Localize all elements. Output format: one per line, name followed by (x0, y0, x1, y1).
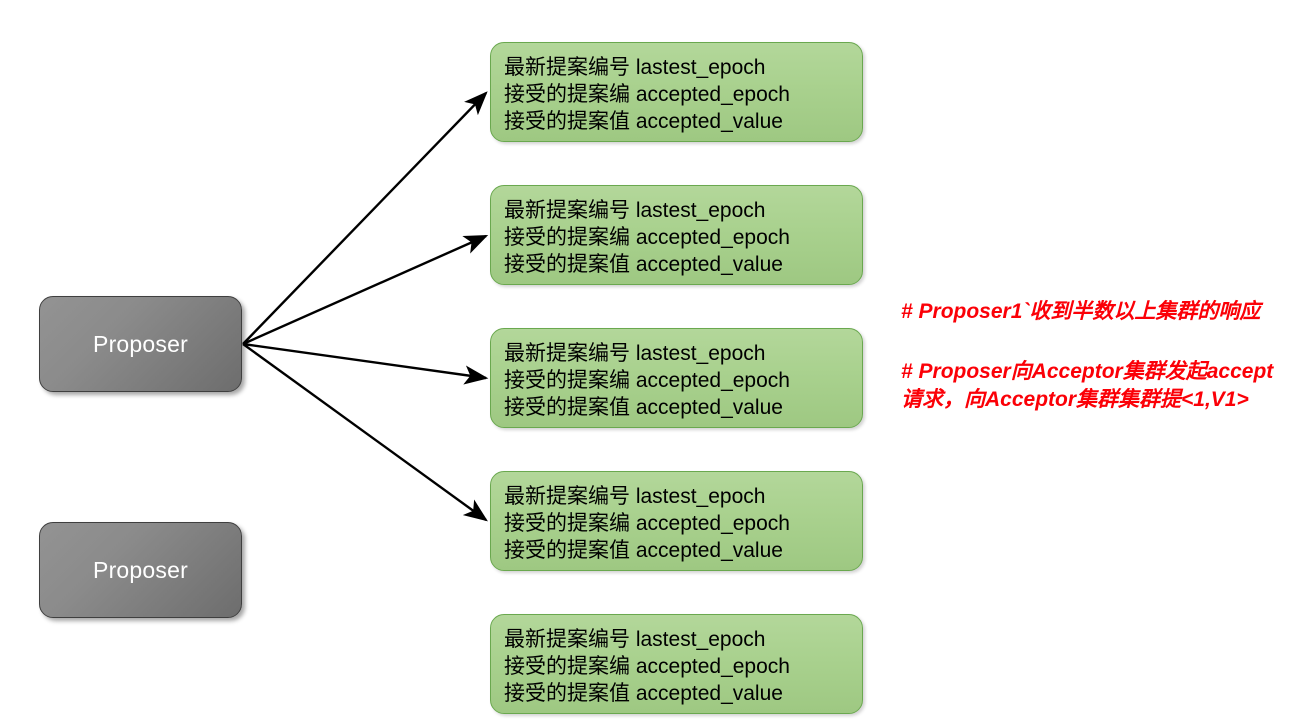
arrow-proposer-to-acceptor-1 (242, 91, 488, 345)
proposer-node-2-label: Proposer (93, 556, 188, 583)
acceptor-state-box-4[interactable]: 最新提案编号 lastest_epoch 接受的提案编 accepted_epo… (490, 471, 863, 571)
annotation-line: # Proposer向Acceptor集群发起accept (901, 360, 1274, 383)
state-line-accepted-value: 接受的提案值 accepted_value (504, 396, 783, 419)
acceptor-state-box-3[interactable]: 最新提案编号 lastest_epoch 接受的提案编 accepted_epo… (490, 328, 863, 428)
annotation-line: # Proposer1`收到半数以上集群的响应 (901, 300, 1261, 323)
state-line-accepted-value: 接受的提案值 accepted_value (504, 253, 783, 276)
annotation-accept-request: # Proposer向Acceptor集群发起accept 请求，向Accept… (901, 358, 1273, 414)
state-line-accepted-epoch: 接受的提案编 accepted_epoch (504, 655, 790, 678)
state-line-latest-epoch: 最新提案编号 lastest_epoch (504, 56, 766, 79)
state-line-accepted-epoch: 接受的提案编 accepted_epoch (504, 226, 790, 249)
arrow-proposer-to-acceptor-2 (242, 234, 489, 346)
state-line-latest-epoch: 最新提案编号 lastest_epoch (504, 485, 766, 508)
state-line-accepted-value: 接受的提案值 accepted_value (504, 110, 783, 133)
acceptor-state-box-1[interactable]: 最新提案编号 lastest_epoch 接受的提案编 accepted_epo… (490, 42, 863, 142)
annotation-majority-response: # Proposer1`收到半数以上集群的响应 (901, 298, 1260, 326)
state-line-accepted-epoch: 接受的提案编 accepted_epoch (504, 512, 790, 535)
arrow-proposer-to-acceptor-4 (242, 343, 488, 522)
state-line-accepted-value: 接受的提案值 accepted_value (504, 682, 783, 705)
annotation-line: 请求，向Acceptor集群集群提<1,V1> (901, 388, 1249, 411)
acceptor-state-box-5[interactable]: 最新提案编号 lastest_epoch 接受的提案编 accepted_epo… (490, 614, 863, 714)
state-line-latest-epoch: 最新提案编号 lastest_epoch (504, 199, 766, 222)
acceptor-state-box-2[interactable]: 最新提案编号 lastest_epoch 接受的提案编 accepted_epo… (490, 185, 863, 285)
state-line-latest-epoch: 最新提案编号 lastest_epoch (504, 342, 766, 365)
state-line-accepted-epoch: 接受的提案编 accepted_epoch (504, 83, 790, 106)
state-line-accepted-value: 接受的提案值 accepted_value (504, 539, 783, 562)
arrow-proposer-to-acceptor-3 (242, 342, 489, 385)
proposer-node-1[interactable]: Proposer (39, 296, 242, 392)
state-line-latest-epoch: 最新提案编号 lastest_epoch (504, 628, 766, 651)
state-line-accepted-epoch: 接受的提案编 accepted_epoch (504, 369, 790, 392)
proposer-node-2[interactable]: Proposer (39, 522, 242, 618)
proposer-node-1-label: Proposer (93, 330, 188, 357)
